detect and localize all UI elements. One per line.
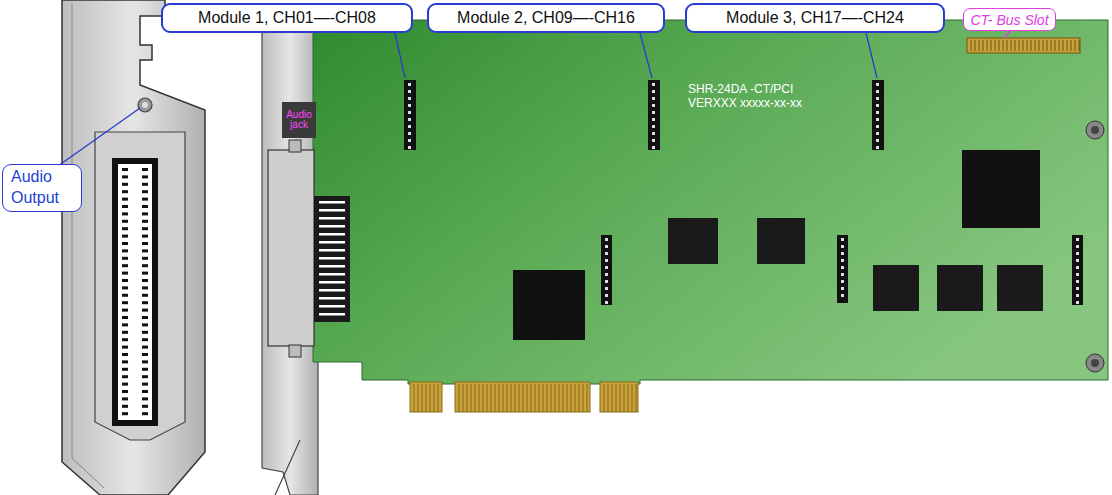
slot-callout: CT- Bus Slot — [963, 8, 1056, 31]
board-marking: VERXXX xxxxx-xx-xx — [688, 96, 802, 110]
module-callout: Module 3, CH17—-CH24 — [685, 3, 945, 33]
audio-output-callout: Audio Output — [2, 164, 82, 212]
board-marking: SHR-24DA -CT/PCI — [688, 82, 793, 96]
callout-text: CT- Bus Slot — [970, 12, 1048, 28]
module-callout: Module 1, CH01—-CH08 — [161, 3, 413, 33]
jack-label-box: Audio jack — [282, 102, 316, 138]
callout-text: Audio Output — [11, 167, 81, 209]
callout-text: Module 3, CH17—-CH24 — [726, 9, 904, 27]
module-callout: Module 2, CH09—-CH16 — [427, 3, 665, 33]
callout-text: Module 1, CH01—-CH08 — [198, 9, 376, 27]
callout-text: Audio jack — [282, 110, 316, 131]
callout-text: Module 2, CH09—-CH16 — [457, 9, 635, 27]
